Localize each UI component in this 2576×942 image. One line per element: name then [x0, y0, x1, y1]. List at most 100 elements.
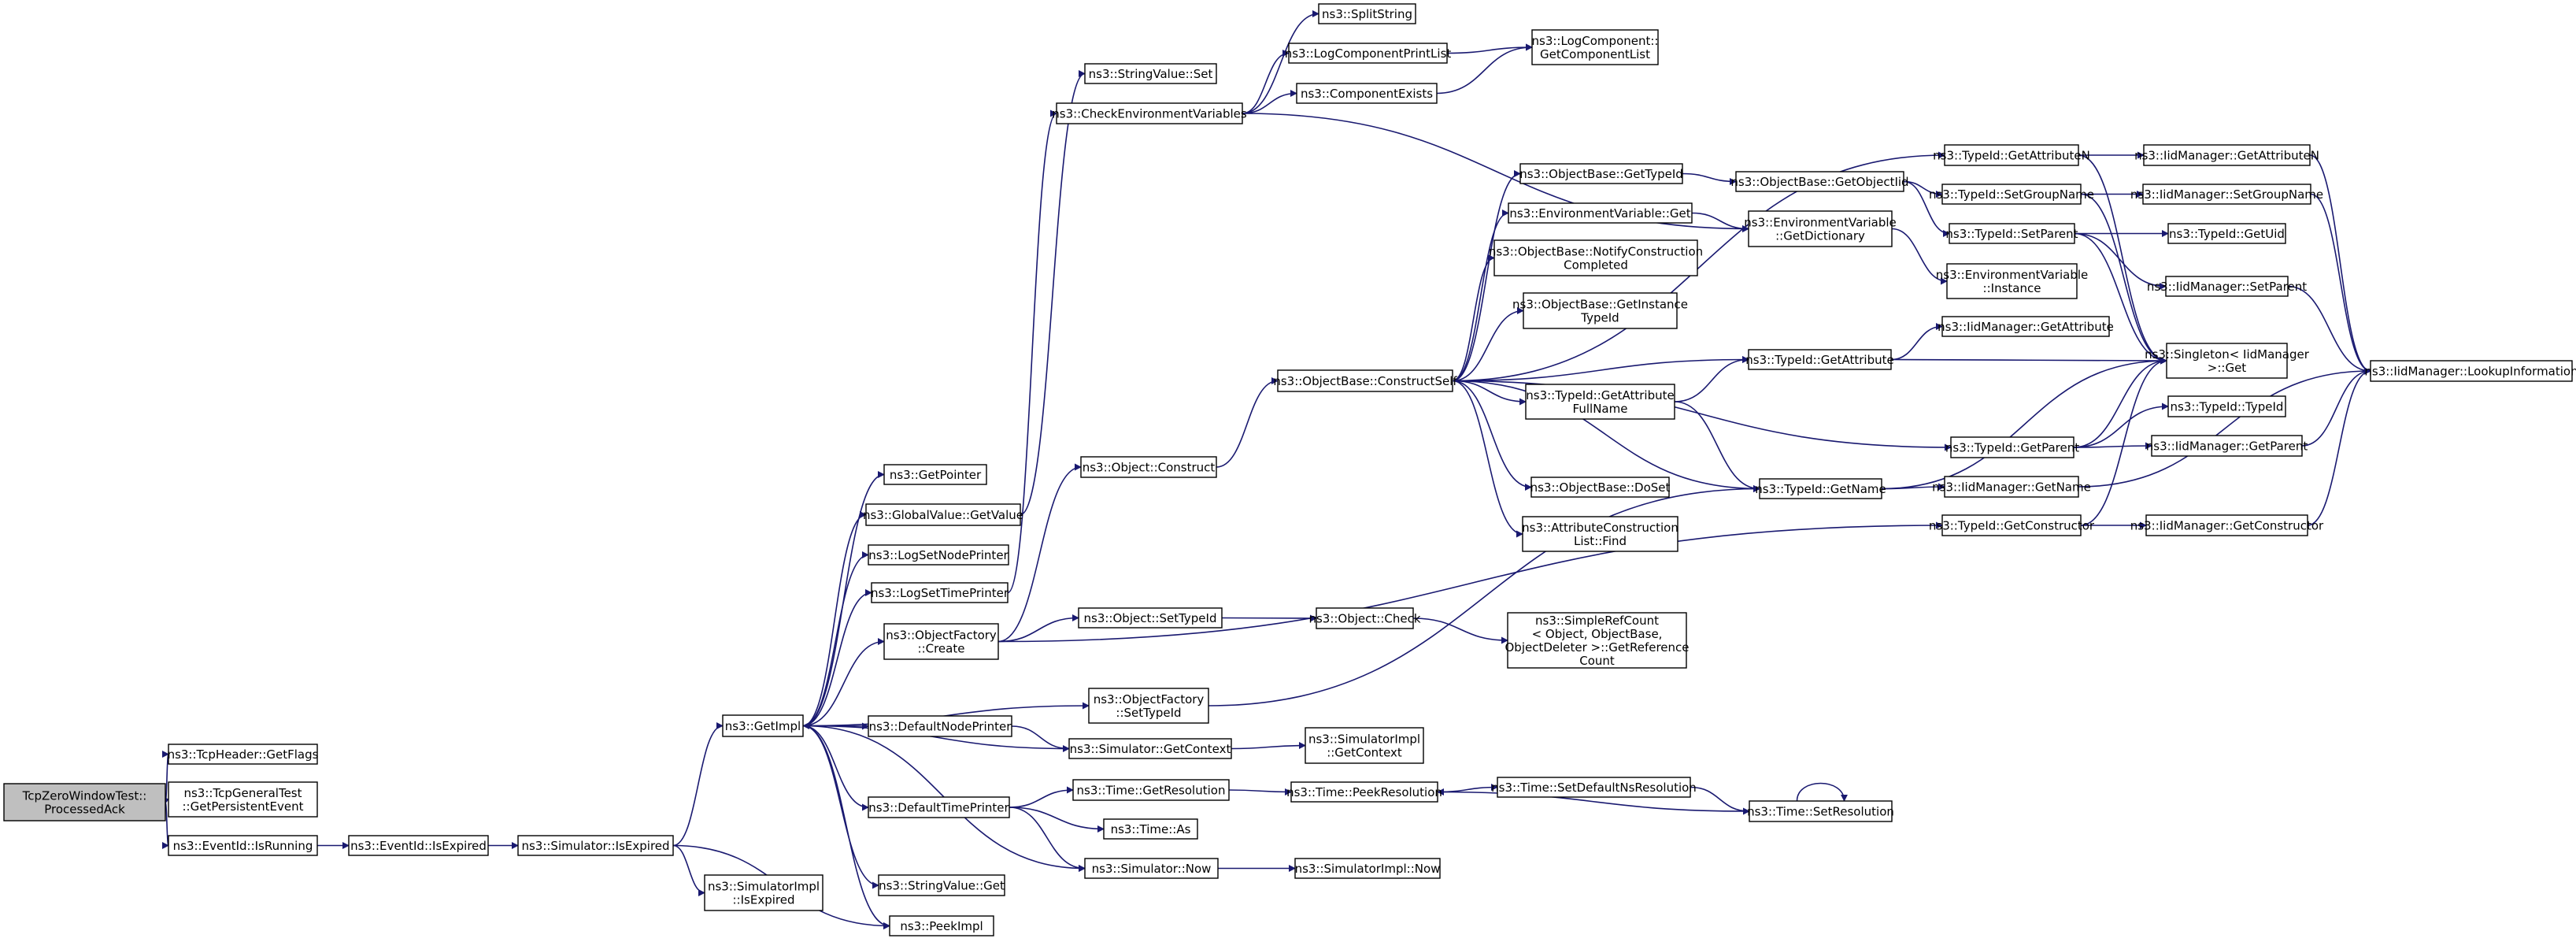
function-node-objsettypeid[interactable]: ns3::Object::SetTypeId: [1078, 607, 1223, 629]
call-arrow: [997, 614, 1079, 643]
function-node-setdefaultnsres[interactable]: ns3::Time::SetDefaultNsResolution: [1491, 777, 1697, 798]
function-node-typeidgetuid[interactable]: ns3::TypeId::GetUid: [2167, 223, 2286, 244]
function-node-envget[interactable]: ns3::EnvironmentVariable::Get: [1508, 202, 1693, 224]
function-node-objconstruct[interactable]: ns3::Object::Construct: [1080, 456, 1217, 478]
call-arrow: [1891, 228, 1948, 285]
function-node-singletonget[interactable]: ns3::Singleton< IidManager >::Get: [2145, 343, 2310, 379]
function-node-root[interactable]: TcpZeroWindowTest::ProcessedAck: [3, 783, 166, 821]
function-node-checkenv[interactable]: ns3::CheckEnvironmentVariables: [1052, 102, 1247, 124]
call-arrow: [2080, 357, 2167, 526]
function-node-iidgetattrn[interactable]: ns3::IidManager::GetAttributeN: [2134, 144, 2319, 166]
call-edge-obgettypeid-to-getobjectiid: [1682, 172, 1737, 185]
function-node-getpointer[interactable]: ns3::GetPointer: [883, 464, 987, 485]
function-node-typeidgetattrn[interactable]: ns3::TypeId::GetAttributeN: [1933, 144, 2090, 166]
function-node-timegetres[interactable]: ns3::Time::GetResolution: [1072, 779, 1230, 801]
function-node-label: ns3::TcpHeader::GetFlags: [168, 747, 319, 762]
function-node-getflags[interactable]: ns3::TcpHeader::GetFlags: [168, 744, 319, 765]
function-node-obdoset[interactable]: ns3::ObjectBase::DoSet: [1530, 477, 1671, 498]
call-edge-simisexpired-to-getimpl: [672, 722, 724, 847]
function-node-simgetcontext[interactable]: ns3::Simulator::GetContext: [1068, 738, 1232, 759]
function-node-iidsetparent[interactable]: ns3::IidManager::SetParent: [2147, 276, 2307, 297]
function-node-constructself[interactable]: ns3::ObjectBase::ConstructSelf: [1273, 369, 1457, 392]
call-arrow: [1208, 485, 1760, 706]
function-node-notifyconstr[interactable]: ns3::ObjectBase::NotifyConstructionCompl…: [1489, 239, 1703, 276]
function-node-getcomplist[interactable]: ns3::LogComponent::GetComponentList: [1531, 29, 1659, 65]
function-node-iidsetgroupname[interactable]: ns3::IidManager::SetGroupName: [2130, 184, 2323, 205]
function-node-iidgetconstructor[interactable]: ns3::IidManager::GetConstructor: [2130, 514, 2324, 536]
function-node-simplerefcount[interactable]: ns3::SimpleRefCount< Object, ObjectBase,…: [1505, 612, 1690, 669]
function-node-defaultnodeprinter[interactable]: ns3::DefaultNodePrinter: [868, 715, 1012, 737]
function-node-label: ns3::TypeId::GetConstructor: [1929, 519, 2095, 533]
function-node-iidgetparent[interactable]: ns3::IidManager::GetParent: [2146, 435, 2308, 457]
function-node-label: ::GetPersistentEvent: [182, 799, 303, 814]
call-edge-iidgetattrn-to-lookupinfo: [2309, 154, 2371, 375]
function-node-simimplgetcontext[interactable]: ns3::SimulatorImpl::GetContext: [1305, 727, 1424, 764]
call-edge-constructself-to-typeidgetattr: [1452, 356, 1749, 382]
call-arrow: [1412, 617, 1508, 644]
function-node-box: [1056, 102, 1243, 124]
function-node-splitstring[interactable]: ns3::SplitString: [1318, 3, 1416, 24]
function-node-label: ns3::IidManager::GetConstructor: [2130, 519, 2324, 533]
function-node-stringvalueset[interactable]: ns3::StringValue::Set: [1084, 63, 1217, 84]
function-node-label: FullName: [1573, 402, 1628, 416]
function-node-componentexists[interactable]: ns3::ComponentExists: [1296, 83, 1438, 104]
function-node-simimplnow[interactable]: ns3::SimulatorImpl::Now: [1294, 858, 1441, 879]
function-node-typeidsetgroupname[interactable]: ns3::TypeId::SetGroupName: [1929, 184, 2094, 205]
function-node-objfactsettypeid[interactable]: ns3::ObjectFactory::SetTypeId: [1088, 688, 1209, 724]
function-node-timesetres[interactable]: ns3::Time::SetResolution: [1747, 800, 1894, 822]
function-node-peekres[interactable]: ns3::Time::PeekResolution: [1286, 781, 1442, 803]
function-node-envgetdict[interactable]: ns3::EnvironmentVariable::GetDictionary: [1744, 210, 1897, 247]
function-node-box: [1748, 210, 1893, 247]
function-node-obgettypeid[interactable]: ns3::ObjectBase::GetTypeId: [1519, 163, 1683, 184]
function-node-typeidgetconstructor[interactable]: ns3::TypeId::GetConstructor: [1929, 514, 2095, 536]
function-node-getimpl[interactable]: ns3::GetImpl: [722, 714, 804, 737]
function-node-simisexpired[interactable]: ns3::Simulator::IsExpired: [517, 835, 674, 856]
call-arrow: [2307, 367, 2371, 526]
function-node-timeas[interactable]: ns3::Time::As: [1103, 818, 1198, 840]
function-node-simimplisexpired[interactable]: ns3::SimulatorImpl::IsExpired: [704, 874, 824, 911]
function-node-label: ns3::EventId::IsExpired: [350, 839, 487, 853]
function-node-typeidsetparent[interactable]: ns3::TypeId::SetParent: [1945, 223, 2078, 244]
function-node-objfactorycreate[interactable]: ns3::ObjectFactory::Create: [883, 623, 999, 660]
function-node-label: ns3::LogComponent::: [1532, 34, 1659, 48]
function-node-typeidgetname[interactable]: ns3::TypeId::GetName: [1755, 478, 1886, 499]
function-node-label: ns3::EnvironmentVariable::Get: [1509, 206, 1690, 221]
function-node-stringvalueget[interactable]: ns3::StringValue::Get: [878, 874, 1005, 896]
function-node-typeidtypeid[interactable]: ns3::TypeId::TypeId: [2167, 395, 2286, 417]
function-node-label: ns3::Time::SetDefaultNsResolution: [1491, 781, 1697, 795]
function-node-objcheck[interactable]: ns3::Object::Check: [1308, 607, 1421, 629]
function-node-typeidgetattr[interactable]: ns3::TypeId::GetAttribute: [1745, 349, 1894, 370]
function-node-box: [2370, 360, 2573, 382]
function-node-defaulttimeprinter[interactable]: ns3::DefaultTimePrinter: [868, 796, 1010, 818]
function-node-box: [1531, 29, 1659, 65]
function-node-label: ns3::StringValue::Get: [879, 879, 1005, 893]
function-node-iidgetattr[interactable]: ns3::IidManager::GetAttribute: [1938, 316, 2114, 337]
function-node-getpersistent[interactable]: ns3::TcpGeneralTest::GetPersistentEvent: [168, 781, 318, 818]
function-node-lookupinfo[interactable]: ns3::IidManager::LookupInformation: [2364, 360, 2576, 382]
function-node-logcompprintlist[interactable]: ns3::LogComponentPrintList: [1285, 43, 1452, 64]
function-node-eventisexpired[interactable]: ns3::EventId::IsExpired: [348, 835, 489, 856]
function-node-globalgetvalue[interactable]: ns3::GlobalValue::GetValue: [863, 503, 1023, 526]
function-node-iidgetname[interactable]: ns3::IidManager::GetName: [1932, 476, 2091, 498]
function-node-typeidgetparent[interactable]: ns3::TypeId::GetParent: [1945, 436, 2079, 458]
function-node-simnow[interactable]: ns3::Simulator::Now: [1084, 858, 1219, 879]
function-node-label: ns3::ObjectBase::GetObjectIid: [1730, 175, 1908, 189]
function-node-label: ns3::Simulator::IsExpired: [521, 839, 669, 853]
function-node-box: [704, 874, 824, 911]
function-node-logsetnodeprinter[interactable]: ns3::LogSetNodePrinter: [868, 544, 1009, 566]
function-node-peekimpl[interactable]: ns3::PeekImpl: [889, 915, 994, 936]
call-edge-typeidgetattr-to-iidgetattr: [1890, 323, 1943, 361]
call-edge-defaulttimeprinter-to-timegetres: [1009, 786, 1074, 808]
call-arrow: [1009, 786, 1074, 808]
function-node-getobjectiid[interactable]: ns3::ObjectBase::GetObjectIid: [1730, 171, 1909, 192]
function-node-box: [1072, 779, 1230, 801]
function-node-label: ns3::ComponentExists: [1301, 87, 1433, 101]
call-edge-constructself-to-getinsttypeid: [1452, 307, 1524, 382]
function-node-envinstance[interactable]: ns3::EnvironmentVariable::Instance: [1936, 263, 2088, 299]
function-node-logsettimeprinter[interactable]: ns3::LogSetTimePrinter: [871, 582, 1009, 603]
call-edge-defaulttimeprinter-to-simnow: [1009, 807, 1086, 872]
function-node-isrunning[interactable]: ns3::EventId::IsRunning: [168, 835, 318, 856]
